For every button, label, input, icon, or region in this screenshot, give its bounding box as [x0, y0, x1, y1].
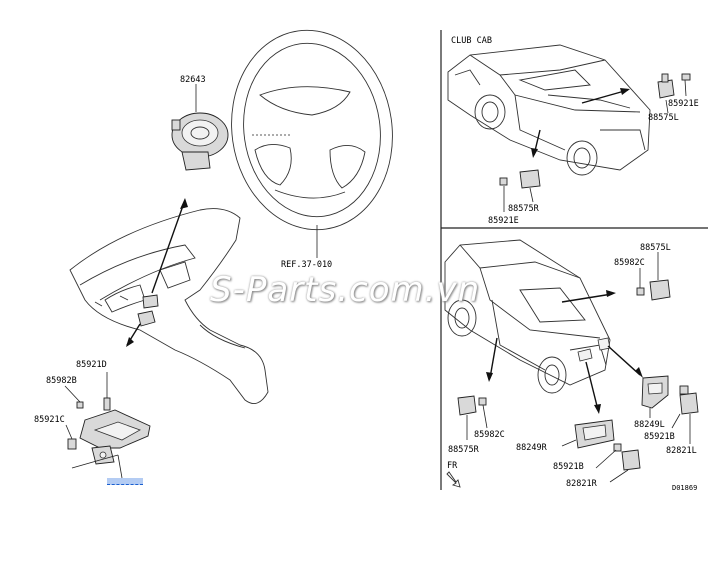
- arrow-to-clock-spring: [151, 198, 188, 294]
- label-88575L-top: 88575L: [648, 113, 679, 123]
- section-label-club-cab: CLUB CAB: [451, 36, 492, 46]
- sensor-88575R-bottom: [457, 395, 488, 440]
- label-82643: 82643: [180, 75, 206, 85]
- truck-bottom: [444, 239, 611, 394]
- label-85921B-mid: 85921B: [553, 462, 584, 472]
- label-88575R-top: 88575R: [508, 204, 540, 214]
- airbag-module-on-dash: [137, 294, 159, 327]
- arrow-to-sensor-bracket: [126, 323, 141, 347]
- label-88249R: 88249R: [516, 443, 548, 453]
- bracket-leaders: [64, 372, 123, 479]
- sensor-82821L: [671, 385, 699, 444]
- watermark: S-Parts.com.vn: [210, 270, 481, 310]
- label-85921E-top: 85921E: [668, 99, 699, 109]
- front-direction-indicator: FR: [446, 461, 461, 488]
- label-85982B: 85982B: [46, 376, 77, 386]
- label-88575L-bottom: 88575L: [640, 243, 671, 253]
- label-85982C-left: 85982C: [474, 430, 505, 440]
- label-88249L: 88249L: [634, 420, 665, 430]
- label-85921C: 85921C: [34, 415, 65, 425]
- clock-spring-part: [171, 84, 229, 171]
- label-82821R: 82821R: [566, 479, 598, 489]
- label-85921B-right: 85921B: [644, 432, 675, 442]
- sensor-82821R: [595, 443, 641, 483]
- srs-bracket-assembly: [67, 397, 151, 465]
- sensor-88575R-top: [499, 169, 541, 212]
- label-85982C-right: 85982C: [614, 258, 645, 268]
- label-ref-37-010: REF.37-010: [281, 260, 332, 270]
- highlighted-part-number[interactable]: [107, 478, 143, 485]
- bracket-88249L: [641, 375, 669, 418]
- club-cab-truck: [447, 44, 651, 176]
- label-fr: FR: [447, 461, 458, 471]
- sensor-88575L-top: [657, 73, 691, 114]
- steering-wheel: [231, 29, 393, 231]
- section-dividers: [440, 30, 708, 490]
- label-88575R-bottom: 88575R: [448, 445, 480, 455]
- label-82821L: 82821L: [666, 446, 697, 456]
- label-85921D: 85921D: [76, 360, 107, 370]
- drawing-code: D01869: [672, 484, 697, 492]
- label-85921E-mid: 85921E: [488, 216, 519, 226]
- sensor-88575L-bottom: [636, 252, 671, 301]
- bracket-88249R: [561, 419, 615, 449]
- truck-bottom-arrows: [486, 290, 643, 414]
- club-cab-arrows: [531, 88, 630, 158]
